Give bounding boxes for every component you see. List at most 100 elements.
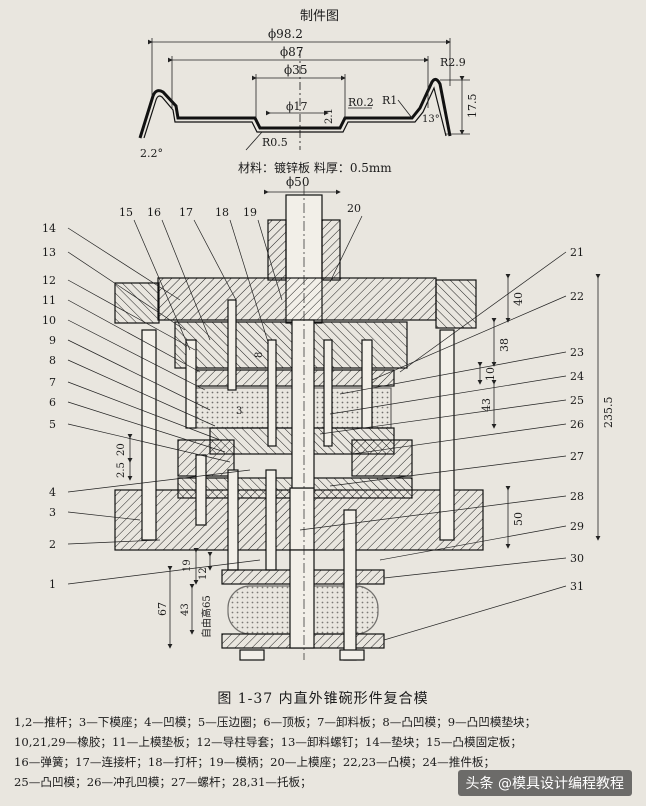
- callout-leader-6: [67, 401, 226, 453]
- callout-label-5: 5: [49, 418, 56, 431]
- callout-leader-18: [229, 219, 269, 343]
- legend-line-2: 10,21,29—橡胶；11—上模垫板；12—导柱导套；13—卸料螺钉；14—垫…: [14, 735, 522, 749]
- dim-d50: ϕ50: [286, 175, 309, 189]
- dim-free-height: 自由高65: [200, 595, 213, 638]
- callout-label-19: 19: [243, 206, 257, 219]
- callout-label-12: 12: [42, 274, 56, 287]
- dim-d17: ϕ17: [286, 100, 308, 113]
- dim-r1: R1: [382, 94, 397, 107]
- part-title: 制件图: [300, 9, 339, 24]
- callout-label-11: 11: [42, 294, 56, 307]
- dim-d35: ϕ35: [284, 63, 307, 77]
- callout-leader-19: [257, 219, 283, 301]
- callout-leader-8: [67, 359, 216, 427]
- callout-leader-28: [299, 495, 567, 531]
- dim-v10: 10: [484, 367, 497, 381]
- dim-a13: 13°: [422, 114, 440, 125]
- callout-leader-26: [351, 423, 567, 455]
- dim-h21: 2.1: [324, 108, 335, 124]
- callout-leader-27: [329, 455, 567, 487]
- callout-leader-13: [67, 251, 186, 331]
- callout-leader-4: [67, 469, 251, 493]
- callout-leader-5: [67, 423, 231, 463]
- dim-d87: ϕ87: [280, 45, 303, 59]
- callout-leader-16: [161, 219, 211, 341]
- dim-r02: R0.2: [348, 96, 374, 109]
- callout-label-15: 15: [119, 206, 133, 219]
- callout-label-26: 26: [570, 418, 584, 431]
- callout-leader-2: [67, 539, 161, 545]
- callout-label-22: 22: [570, 290, 584, 303]
- callout-label-7: 7: [49, 376, 56, 389]
- legend-line-4: 25—凸凹模；26—冲孔凹模；27—螺杆；28,31—托板；: [14, 775, 312, 789]
- dim-v50: 50: [512, 512, 525, 526]
- callout-leader-23: [339, 351, 567, 395]
- callout-label-25: 25: [570, 394, 584, 407]
- callout-leader-14: [67, 227, 181, 301]
- callout-label-20: 20: [347, 202, 361, 215]
- material-note: 材料：镀锌板 料厚：0.5mm: [238, 161, 392, 175]
- dim-v43b: 43: [180, 603, 191, 616]
- callout-label-10: 10: [42, 314, 56, 327]
- dim-v20: 20: [116, 443, 127, 456]
- dim-v67: 67: [156, 602, 169, 616]
- part-profile: [138, 50, 452, 150]
- dim-a22: 2.2°: [140, 147, 163, 160]
- callout-leader-31: [383, 585, 567, 641]
- die-drawing: 制件图 ϕ98.2 ϕ87 ϕ35 ϕ17 R2.9 R0.2 R1 R0.5 …: [42, 9, 615, 661]
- callout-leader-22: [371, 295, 567, 381]
- legend-line-3: 16—弹簧；17—连接杆；18—打杆；19—模柄；20—上模座；22,23—凸模…: [14, 755, 496, 769]
- dim-d98: ϕ98.2: [268, 27, 303, 41]
- callout-label-16: 16: [147, 206, 161, 219]
- callout-label-2: 2: [49, 538, 56, 551]
- callout-label-18: 18: [215, 206, 229, 219]
- callout-label-17: 17: [179, 206, 193, 219]
- figure-caption: 图 1-37 内直外锥碗形件复合模: [217, 691, 429, 707]
- dim-v2355: 235.5: [602, 397, 615, 429]
- callout-leader-7: [67, 381, 221, 441]
- callout-label-24: 24: [570, 370, 584, 383]
- callout-label-13: 13: [42, 246, 56, 259]
- dim-h175: 17.5: [466, 94, 479, 119]
- callout-leader-21: [399, 251, 567, 373]
- assembly-body: [114, 194, 484, 661]
- dim-v40: 40: [512, 292, 525, 306]
- callout-label-29: 29: [570, 520, 584, 533]
- legend-line-1: 1,2—推杆；3—下模座；4—凹模；5—压边圈；6—顶板；7—卸料板；8—凸凹模…: [14, 715, 537, 729]
- callout-label-27: 27: [570, 450, 584, 463]
- callout-leader-24: [329, 375, 567, 415]
- callout-leader-1: [67, 559, 261, 585]
- watermark: 头条 @模具设计编程教程: [457, 770, 632, 796]
- callout-label-3: 3: [49, 506, 56, 519]
- callout-leader-12: [67, 279, 196, 351]
- callout-leader-20: [329, 215, 363, 283]
- callout-label-28: 28: [570, 490, 584, 503]
- dim-v12: 12: [198, 567, 209, 580]
- callout-leader-15: [133, 219, 191, 351]
- dim-r05: R0.5: [262, 136, 288, 149]
- callout-label-4: 4: [49, 486, 56, 499]
- callout-leader-17: [193, 219, 237, 301]
- callout-label-8: 8: [49, 354, 56, 367]
- callout-label-1: 1: [49, 578, 56, 591]
- part-dimensions: [148, 38, 470, 151]
- callout-label-23: 23: [570, 346, 584, 359]
- callout-leader-10: [67, 319, 206, 391]
- callout-leader-3: [67, 511, 141, 521]
- callout-leader-25: [319, 399, 567, 435]
- dim-v38: 38: [498, 338, 511, 352]
- callout-label-14: 14: [42, 222, 56, 235]
- callout-label-30: 30: [570, 552, 584, 565]
- callout-label-31: 31: [570, 580, 584, 593]
- callout-leader-29: [379, 525, 567, 561]
- dim-r29: R2.9: [440, 56, 466, 69]
- dim-v25: 2.5: [116, 462, 127, 478]
- callout-label-9: 9: [49, 334, 56, 347]
- assembly-dimensions: [127, 189, 601, 649]
- callout-label-21: 21: [570, 246, 584, 259]
- dim-v43: 43: [480, 398, 493, 412]
- callout-leader-9: [67, 339, 211, 411]
- dim-v8: 8: [254, 352, 265, 358]
